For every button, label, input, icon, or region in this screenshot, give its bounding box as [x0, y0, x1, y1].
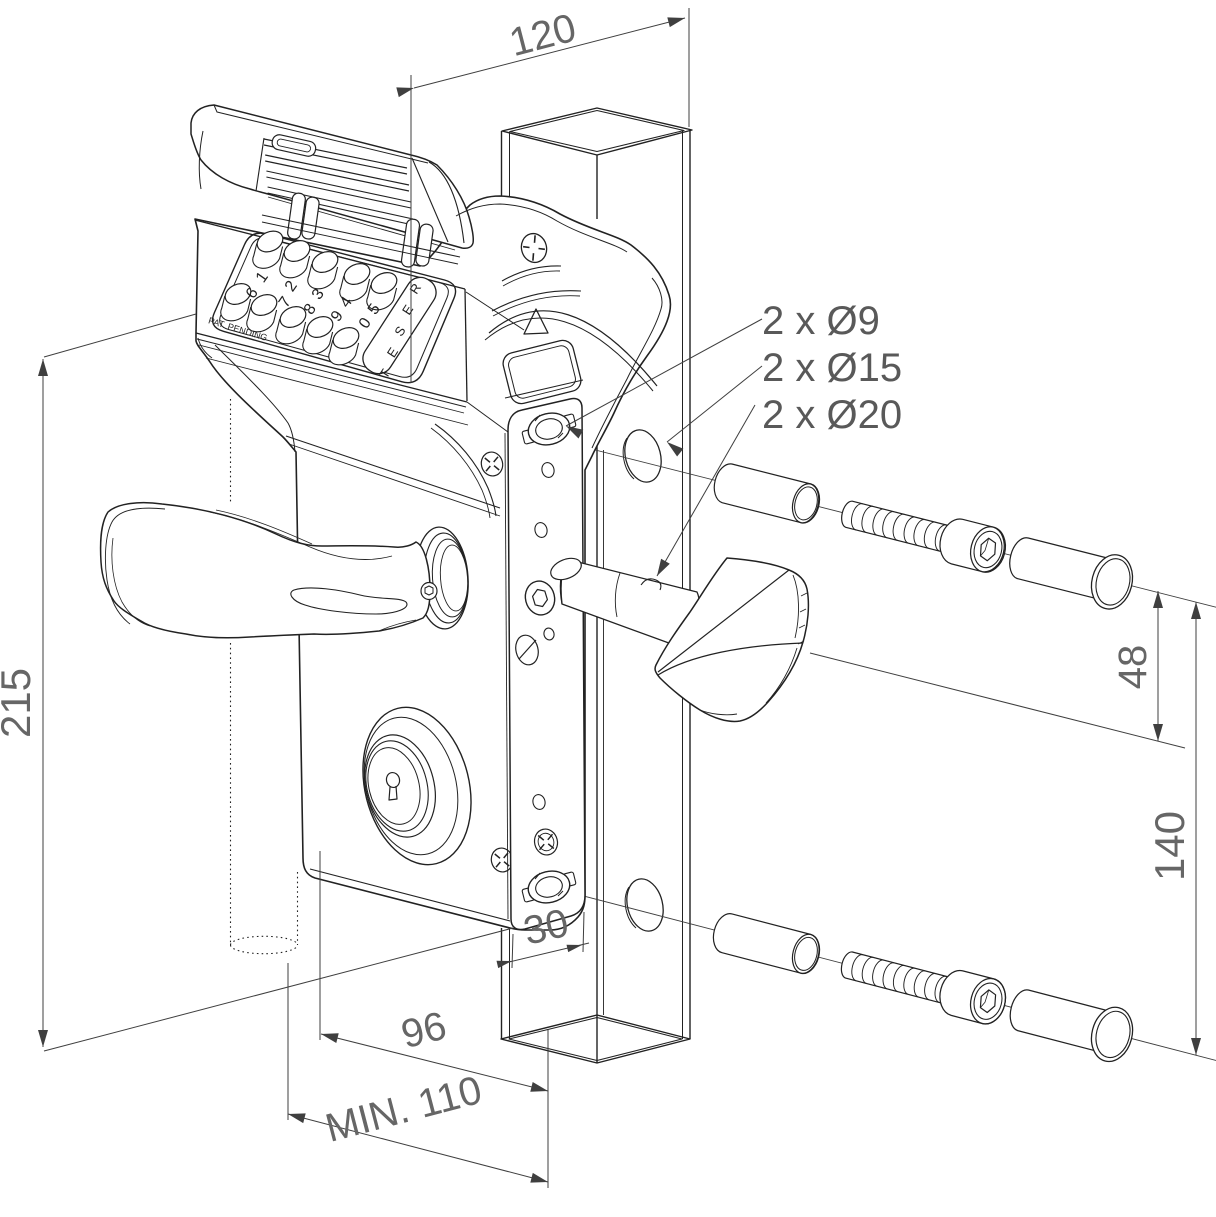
svg-text:30: 30	[519, 901, 572, 954]
svg-text:215: 215	[0, 668, 39, 738]
svg-text:2 x Ø15: 2 x Ø15	[762, 346, 902, 390]
svg-text:48: 48	[1111, 645, 1155, 690]
svg-text:140: 140	[1146, 811, 1193, 881]
svg-text:2 x Ø9: 2 x Ø9	[762, 299, 880, 343]
svg-text:96: 96	[397, 1004, 451, 1057]
svg-text:2 x Ø20: 2 x Ø20	[762, 393, 902, 437]
